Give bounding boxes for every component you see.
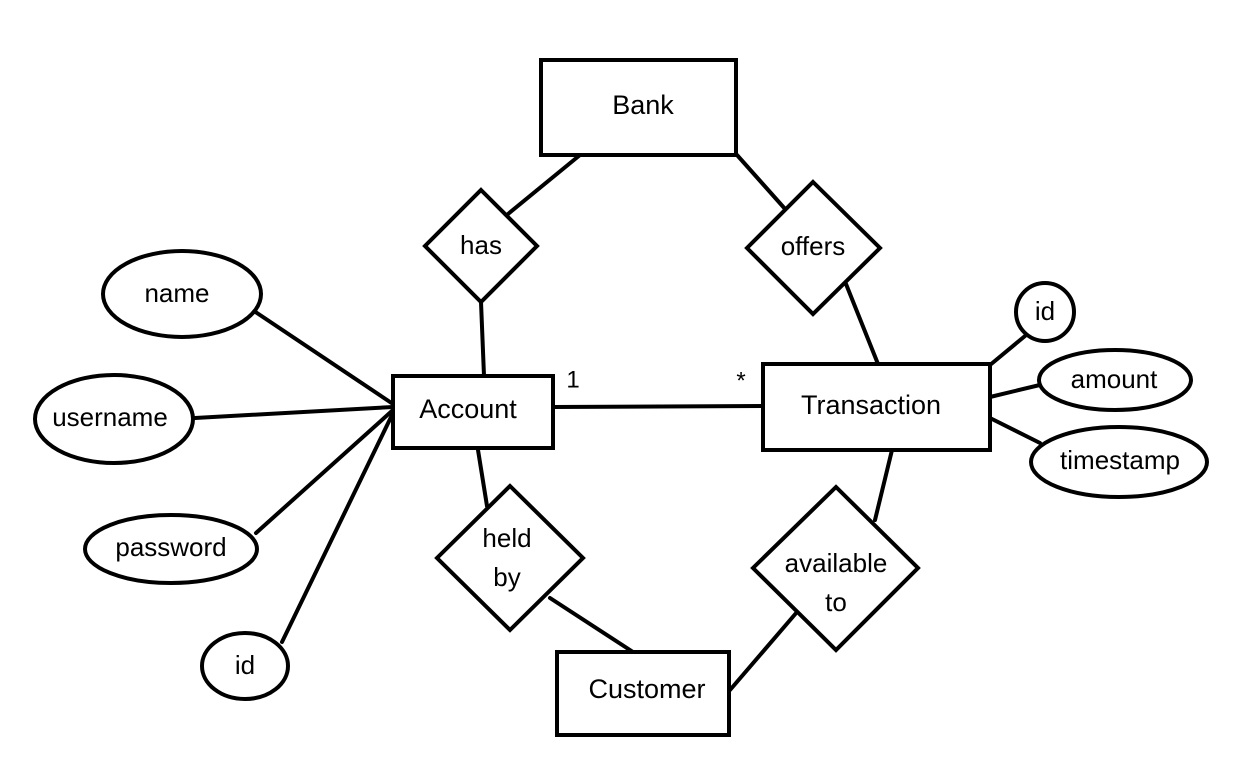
relationship-available-to: available to [750, 484, 921, 653]
edge-account-heldby [476, 448, 489, 508]
attribute-account-id-label: id [235, 650, 255, 680]
entity-transaction-label: Transaction [801, 390, 941, 420]
attribute-transaction-id-label: id [1035, 296, 1055, 326]
edge-has-account [479, 300, 486, 378]
connectors [193, 153, 1046, 692]
relationship-held-by-label-1: held [482, 523, 531, 553]
relationship-held-by: held by [434, 483, 586, 633]
edge-account-transaction [551, 404, 765, 409]
entity-account: Account [391, 374, 555, 450]
edge-account-password [254, 408, 395, 535]
attribute-transaction-id: id [1014, 281, 1076, 343]
attribute-account-id: id [200, 631, 290, 701]
relationship-has-label: has [460, 230, 502, 260]
entity-bank: Bank [539, 58, 738, 157]
edge-heldby-customer [548, 596, 635, 654]
attribute-transaction-timestamp: timestamp [1029, 425, 1209, 499]
edge-bank-offers [735, 153, 788, 212]
edge-availableto-customer [728, 610, 799, 692]
attribute-account-password-label: password [115, 532, 226, 562]
edge-account-id [280, 411, 395, 644]
attribute-account-username: username [33, 373, 195, 465]
entity-account-label: Account [419, 394, 517, 424]
edge-transaction-timestamp [988, 416, 1042, 445]
edge-account-username [193, 405, 395, 420]
relationship-available-to-label-2: to [825, 587, 847, 617]
entity-bank-label: Bank [612, 90, 674, 120]
multiplicity-transaction-side: * [736, 367, 745, 394]
relationship-has: has [422, 187, 540, 305]
relationship-held-by-label-2: by [493, 562, 520, 592]
attribute-transaction-amount-label: amount [1071, 364, 1158, 394]
relationship-offers-label: offers [781, 231, 846, 261]
edge-offers-transaction [844, 282, 880, 366]
edge-transaction-amount [988, 382, 1046, 399]
relationship-available-to-label-1: available [785, 548, 888, 578]
attribute-transaction-amount: amount [1037, 348, 1193, 412]
edge-bank-has [506, 153, 582, 216]
edge-account-name [252, 309, 395, 406]
attribute-account-name: name [101, 249, 263, 339]
entity-transaction: Transaction [761, 362, 992, 452]
attribute-transaction-timestamp-label: timestamp [1060, 445, 1180, 475]
entity-customer: Customer [555, 650, 731, 737]
relationship-offers: offers [744, 179, 883, 317]
edge-transaction-id [988, 334, 1027, 367]
attribute-account-username-label: username [52, 402, 168, 432]
entity-customer-label: Customer [588, 674, 705, 704]
attribute-account-name-label: name [144, 278, 209, 308]
edge-transaction-availableto [873, 448, 894, 522]
multiplicity-account-side: 1 [566, 366, 579, 393]
attribute-account-password: password [83, 513, 259, 585]
